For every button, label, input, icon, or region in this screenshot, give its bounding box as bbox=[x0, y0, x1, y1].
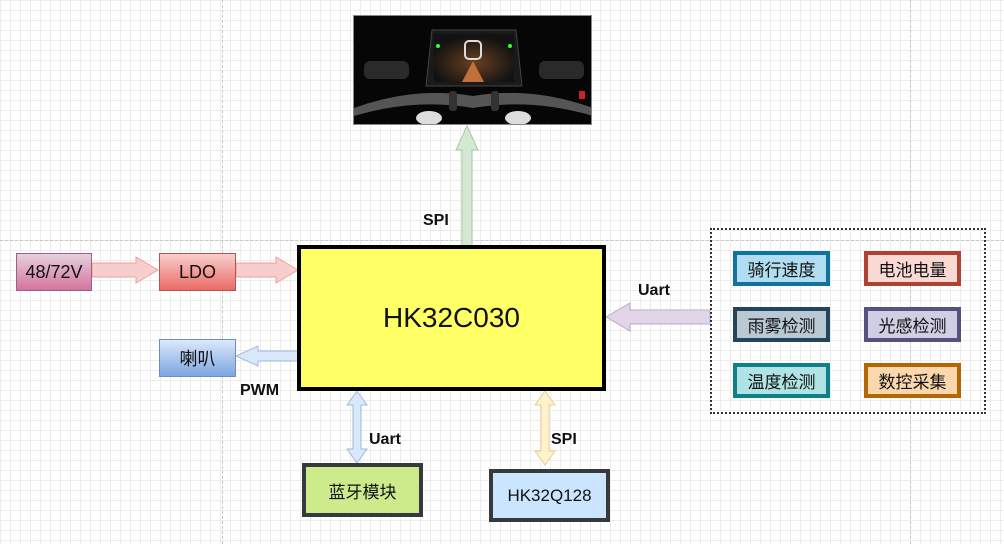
flash-label: HK32Q128 bbox=[507, 485, 592, 505]
arrow-power-to-ldo bbox=[91, 256, 159, 284]
power-source-label: 48/72V bbox=[25, 261, 83, 282]
sensor-label: 数控采集 bbox=[878, 373, 947, 392]
grid-line bbox=[0, 240, 1004, 241]
sensor-label: 骑行速度 bbox=[747, 261, 816, 280]
sensor-rain-fog-detection[interactable]: 雨雾检测 bbox=[733, 307, 830, 342]
mcu-node[interactable]: HK32C030 bbox=[297, 245, 606, 391]
arrow-mcu-flash bbox=[534, 390, 556, 466]
sensor-label: 光感检测 bbox=[878, 317, 947, 336]
arrow-mcu-to-display bbox=[455, 124, 479, 247]
sensor-light-detection[interactable]: 光感检测 bbox=[864, 307, 961, 342]
motorcycle-dashboard-picture bbox=[354, 29, 591, 124]
connection-label-display: SPI bbox=[423, 212, 449, 229]
bluetooth-node[interactable]: 蓝牙模块 bbox=[302, 463, 423, 517]
sensor-group bbox=[710, 228, 986, 414]
arrow-mcu-to-speaker bbox=[234, 345, 299, 367]
arrow-mcu-bluetooth bbox=[346, 390, 368, 464]
sensor-label: 温度检测 bbox=[747, 373, 816, 392]
sensor-cnc-acquisition[interactable]: 数控采集 bbox=[864, 363, 961, 398]
sensor-temperature-detection[interactable]: 温度检测 bbox=[733, 363, 830, 398]
connection-label-speaker: PWM bbox=[240, 382, 280, 399]
flash-node[interactable]: HK32Q128 bbox=[489, 469, 610, 522]
ldo-label: LDO bbox=[178, 261, 216, 282]
speaker-node[interactable]: 喇叭 bbox=[159, 339, 236, 377]
sensor-label: 电池电量 bbox=[878, 261, 947, 280]
bluetooth-label: 蓝牙模块 bbox=[328, 482, 397, 502]
ldo-node[interactable]: LDO bbox=[159, 253, 236, 291]
arrow-ldo-to-mcu bbox=[235, 256, 299, 284]
arrow-sensors-to-mcu bbox=[605, 302, 711, 332]
connection-label-flash: SPI bbox=[551, 431, 577, 448]
connection-label-sensors: Uart bbox=[638, 282, 671, 299]
sensor-battery-level[interactable]: 电池电量 bbox=[864, 251, 961, 286]
power-source-node[interactable]: 48/72V bbox=[16, 253, 92, 291]
sensor-label: 雨雾检测 bbox=[747, 317, 816, 336]
connection-label-bluetooth: Uart bbox=[369, 431, 402, 448]
sensor-riding-speed[interactable]: 骑行速度 bbox=[733, 251, 830, 286]
speaker-label: 喇叭 bbox=[179, 349, 216, 369]
dashboard-image bbox=[353, 15, 592, 125]
mcu-label: HK32C030 bbox=[383, 302, 520, 333]
